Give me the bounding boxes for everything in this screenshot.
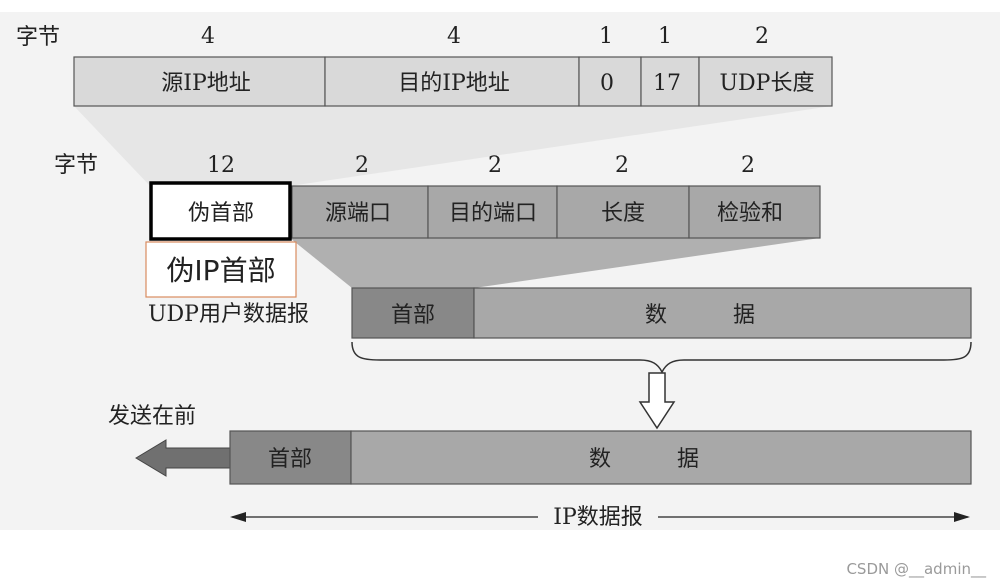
- udp-size-dst-port: 2: [488, 153, 502, 178]
- udp-header-row: [149, 181, 821, 241]
- ip-datagram-header: 首部: [268, 447, 312, 472]
- pseudo-field-protocol: 17: [653, 71, 681, 96]
- ip-datagram-data: 数 据: [589, 447, 699, 472]
- pseudo-header-row: [73, 56, 833, 107]
- udp-datagram-label: UDP用户数据报: [148, 302, 309, 327]
- send-first-label: 发送在前: [108, 404, 196, 429]
- pseudo-size-protocol: 1: [658, 24, 672, 49]
- pseudo-field-zero: 0: [600, 71, 614, 96]
- udp-datagram-header-box: [351, 287, 475, 339]
- udp-datagram-header: 首部: [391, 303, 435, 328]
- pseudo-ip-header-callout: [145, 241, 297, 298]
- ip-datagram-data-box: [350, 430, 972, 485]
- pseudo-size-udp-length: 2: [755, 24, 769, 49]
- pseudo-field-dst-ip: 目的IP地址: [398, 71, 510, 96]
- span-arrowhead-right-icon: [954, 512, 970, 522]
- udp-header-funnel: [290, 238, 820, 288]
- udp-bytes-label: 字节: [54, 153, 98, 178]
- watermark: CSDN @__admin__: [846, 560, 986, 578]
- down-arrow-icon: [638, 372, 676, 430]
- pseudo-bytes-label: 字节: [16, 25, 60, 50]
- udp-field-src-port: 源端口: [325, 201, 391, 226]
- udp-size-src-port: 2: [355, 153, 369, 178]
- udp-field-pseudo-header: 伪首部: [188, 201, 254, 226]
- encapsulation-brace: [351, 341, 972, 374]
- pseudo-header-funnel: [74, 106, 832, 186]
- pseudo-field-src-ip: 源IP地址: [161, 71, 251, 96]
- span-arrowhead-left-icon: [230, 512, 246, 522]
- udp-field-length: 长度: [601, 201, 645, 226]
- ip-datagram-header-box: [229, 430, 352, 485]
- pseudo-ip-header-callout-text: 伪IP首部: [166, 254, 275, 287]
- ip-datagram-span-label: IP数据报: [553, 505, 643, 530]
- udp-size-checksum: 2: [741, 153, 755, 178]
- pseudo-size-zero: 1: [599, 24, 613, 49]
- pseudo-size-src-ip: 4: [201, 24, 215, 49]
- udp-size-pseudo: 12: [207, 153, 235, 178]
- udp-field-checksum: 检验和: [717, 201, 783, 226]
- udp-size-length: 2: [615, 153, 629, 178]
- pseudo-field-udp-length: UDP长度: [720, 71, 815, 96]
- udp-field-dst-port: 目的端口: [449, 201, 537, 226]
- udp-datagram-data-box: [473, 287, 972, 339]
- pseudo-size-dst-ip: 4: [447, 24, 461, 49]
- udp-datagram-data: 数 据: [645, 303, 755, 328]
